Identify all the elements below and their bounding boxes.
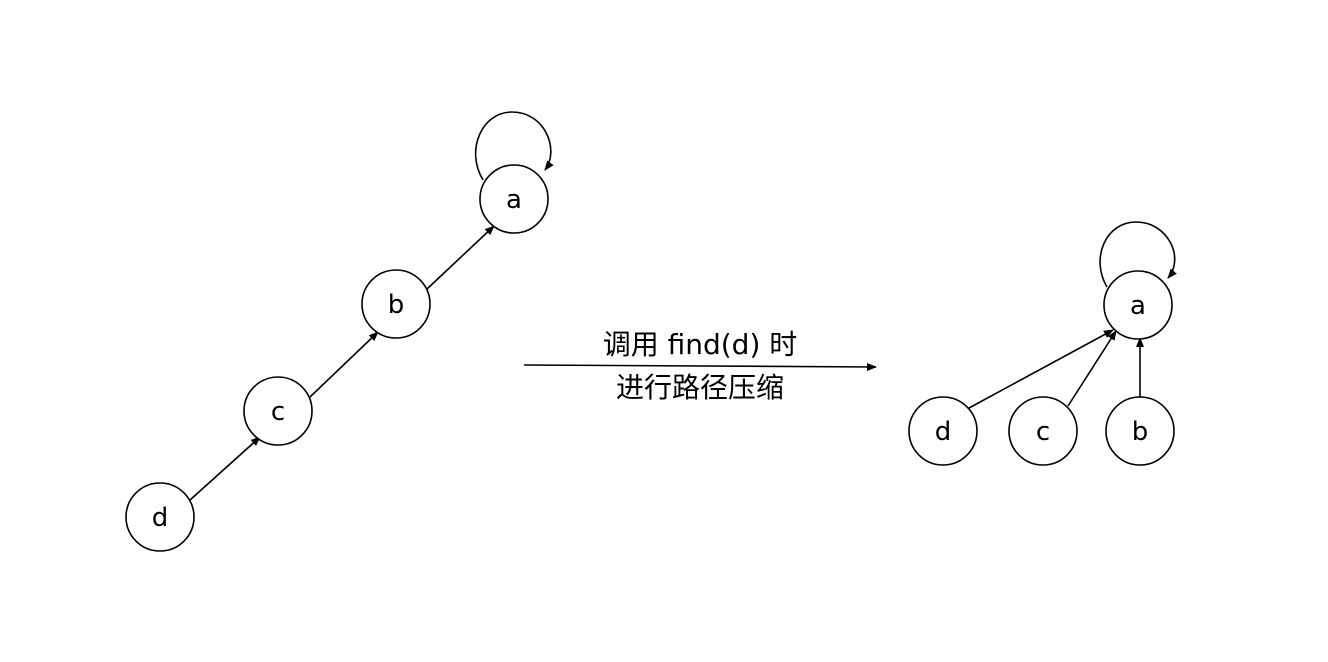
node-label: c <box>271 397 285 427</box>
node-label: a <box>1130 291 1146 321</box>
node-a-after: a <box>1103 270 1173 340</box>
edge-c-to-b <box>309 331 379 398</box>
node-label: d <box>935 417 952 447</box>
edge-d-to-c <box>189 436 261 501</box>
node-d-before: d <box>125 482 195 552</box>
edge-c-to-a <box>1067 330 1117 407</box>
transition-arrow <box>523 362 877 371</box>
node-label: d <box>152 503 169 533</box>
node-d-after: d <box>908 396 978 466</box>
node-label: b <box>388 290 405 320</box>
node-b-before: b <box>361 269 431 339</box>
before-tree: a b c d <box>125 111 554 552</box>
caption-line-2: 进行路径压缩 <box>616 371 784 404</box>
node-label: b <box>1132 417 1149 447</box>
self-loop-a-before <box>474 111 554 181</box>
after-tree: a d c b <box>908 221 1177 466</box>
node-c-before: c <box>243 376 313 446</box>
self-loop-a-after <box>1099 221 1177 288</box>
node-a-before: a <box>479 164 549 234</box>
node-label: a <box>506 185 522 215</box>
transition: 调用 find(d) 时 进行路径压缩 <box>523 328 877 404</box>
node-b-after: b <box>1105 396 1175 466</box>
edge-d-to-a <box>968 329 1114 409</box>
node-label: c <box>1036 417 1050 447</box>
node-c-after: c <box>1008 396 1078 466</box>
caption-line-1: 调用 find(d) 时 <box>603 328 798 361</box>
edge-b-to-a <box>426 225 495 290</box>
